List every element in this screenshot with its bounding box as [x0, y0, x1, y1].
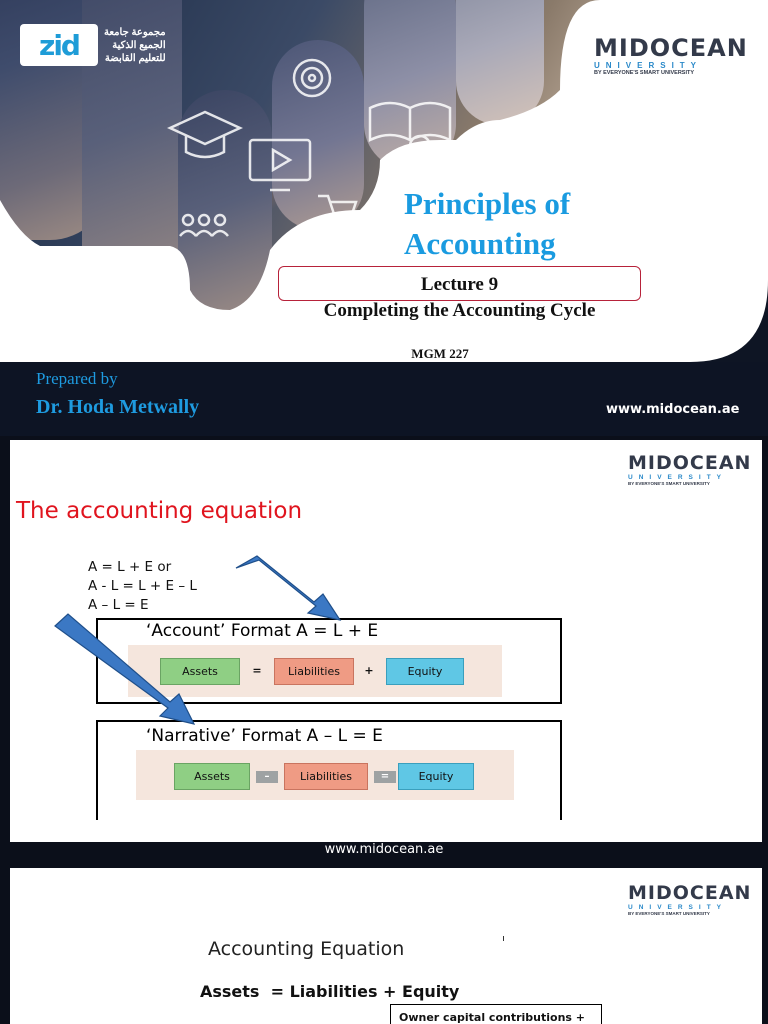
target-icon	[292, 58, 332, 98]
arrow-to-account-format	[235, 555, 342, 621]
slide-heading: Accounting Equation	[208, 938, 405, 960]
assets-chip: Assets	[174, 763, 250, 790]
course-code: MGM 227	[411, 346, 469, 361]
assets-chip: Assets	[160, 658, 240, 685]
presenter-name: Dr. Hoda Metwally	[36, 396, 200, 418]
midocean-logo: MIDOCEAN UNIVERSITY BY EVERYONE'S SMART …	[628, 452, 752, 486]
zid-logo-mark: zid	[20, 24, 98, 66]
people-icon	[179, 213, 229, 237]
equity-breakdown-box: Owner capital contributions +	[390, 1004, 602, 1024]
pointer-arrows	[54, 555, 342, 725]
equation-text: Assets = Liabilities + Equity	[200, 982, 460, 1001]
arrow-to-narrative-format	[54, 613, 196, 725]
slide-heading: The accounting equation	[16, 498, 303, 524]
footer-band	[0, 362, 768, 436]
stray-mark	[503, 936, 504, 941]
lecture-subtitle: Completing the Accounting Cycle	[323, 300, 596, 321]
website-link[interactable]: www.midocean.ae	[606, 402, 740, 417]
equity-chip: Equity	[386, 658, 464, 685]
liabilities-chip: Liabilities	[284, 763, 368, 790]
minus-operator: –	[256, 771, 278, 783]
website-link[interactable]: www.midocean.ae	[324, 842, 444, 857]
zid-logo-arabic-text: مجموعة جامعة الجميع الذكية للتعليم القاب…	[104, 26, 166, 64]
accounting-equation-slide-2: MIDOCEAN UNIVERSITY BY EVERYONE'S SMART …	[10, 868, 762, 1024]
equity-breakdown-text: Owner capital contributions +	[399, 1011, 586, 1024]
plus-operator: +	[364, 664, 374, 677]
equation-lines: A = L + E or A - L = L + E – L A – L = E	[88, 559, 197, 613]
prepared-by-label: Prepared by	[36, 369, 118, 388]
title-slide: zid مجموعة جامعة الجميع الذكية للتعليم ا…	[0, 0, 768, 436]
equity-chip: Equity	[398, 763, 474, 790]
account-format-title: ‘Account’ Format A = L + E	[146, 621, 379, 641]
midocean-logo: MIDOCEAN UNIVERSITY BY EVERYONE'S SMART …	[594, 34, 748, 76]
accounting-equation-slide: MIDOCEAN UNIVERSITY BY EVERYONE'S SMART …	[10, 440, 762, 842]
narrative-format-title: ‘Narrative’ Format A – L = E	[146, 726, 383, 746]
equals-operator: =	[252, 664, 262, 677]
liabilities-chip: Liabilities	[274, 658, 354, 685]
monitor-play-icon	[248, 138, 312, 192]
course-title: Principles of Accounting	[404, 186, 571, 261]
magnifier-icon	[408, 134, 437, 163]
graduation-cap-icon	[166, 110, 244, 159]
midocean-logo: MIDOCEAN UNIVERSITY BY EVERYONE'S SMART …	[628, 882, 752, 916]
equals-operator: =	[374, 771, 396, 783]
zid-group-logo: zid مجموعة جامعة الجميع الذكية للتعليم ا…	[20, 24, 166, 66]
lecture-number: Lecture 9	[278, 266, 641, 301]
open-book-icon	[368, 101, 452, 143]
cart-icon	[318, 194, 358, 224]
